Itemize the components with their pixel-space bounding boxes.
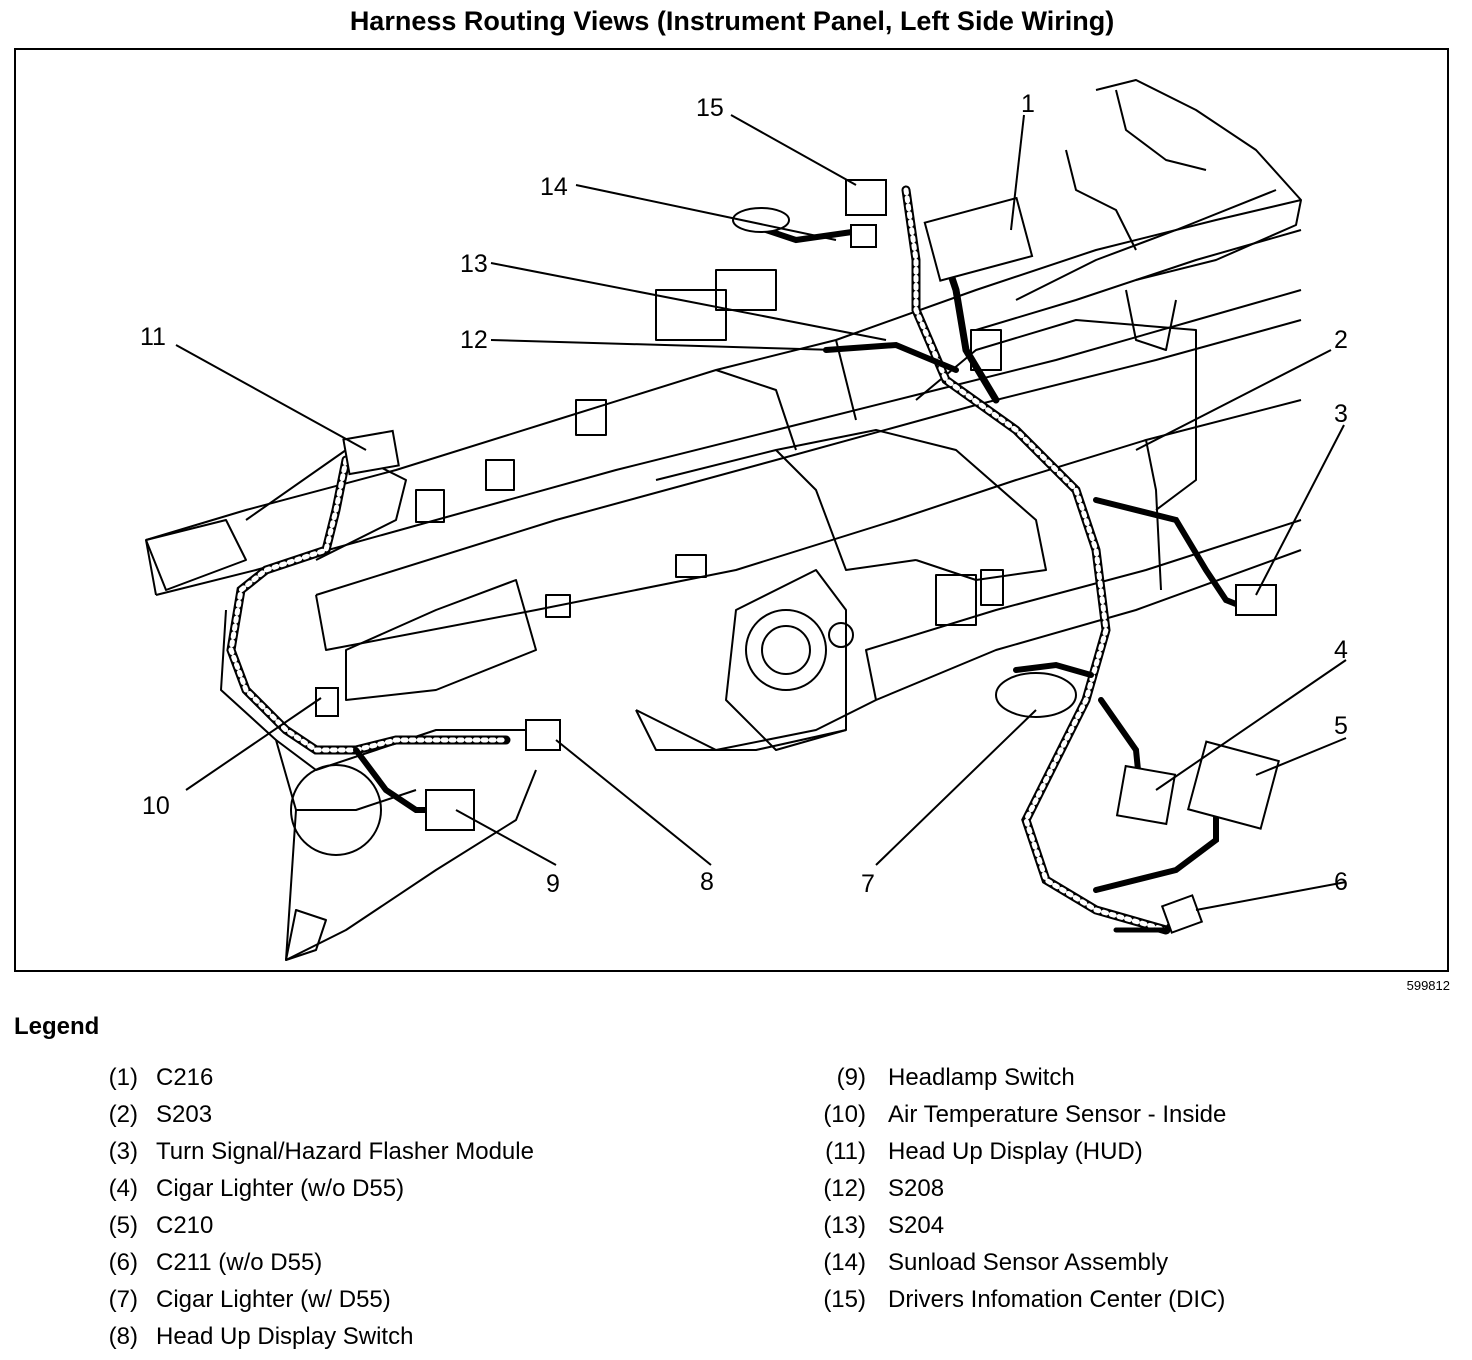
- callout-13: 13: [460, 250, 488, 278]
- callout-14: 14: [540, 173, 568, 201]
- callout-9: 9: [546, 870, 560, 898]
- legend-item: (7)Cigar Lighter (w/ D55): [108, 1286, 391, 1313]
- legend-heading: Legend: [14, 1013, 100, 1040]
- legend-item: (8)Head Up Display Switch: [108, 1323, 414, 1350]
- legend-item: (11)Head Up Display (HUD): [825, 1138, 1143, 1165]
- callout-5: 5: [1334, 712, 1348, 740]
- diagram-title: Harness Routing Views (Instrument Panel,…: [349, 6, 1115, 36]
- callout-10: 10: [142, 792, 170, 820]
- callout-3: 3: [1334, 400, 1348, 428]
- legend-item: (10)Air Temperature Sensor - Inside: [823, 1101, 1227, 1128]
- callout-12: 12: [460, 326, 488, 354]
- legend-item: (3)Turn Signal/Hazard Flasher Module: [108, 1138, 534, 1165]
- legend-item: (15)Drivers Infomation Center (DIC): [823, 1286, 1226, 1313]
- legend-item: (6)C211 (w/o D55): [108, 1249, 323, 1276]
- callout-2: 2: [1334, 326, 1348, 354]
- callout-1: 1: [1021, 90, 1035, 118]
- callout-8: 8: [700, 868, 714, 896]
- legend-item: (1)C216: [108, 1064, 214, 1091]
- legend-item: (5)C210: [108, 1212, 214, 1239]
- legend-column-right: (9)Headlamp Switch (10)Air Temperature S…: [813, 1064, 1226, 1323]
- callout-4: 4: [1334, 636, 1348, 664]
- legend-item: (12)S208: [823, 1175, 945, 1202]
- legend-item: (13)S204: [823, 1212, 945, 1239]
- callout-7: 7: [861, 870, 875, 898]
- legend-item: (4)Cigar Lighter (w/o D55): [108, 1175, 405, 1202]
- legend-item: (2)S203: [108, 1101, 213, 1128]
- callout-15: 15: [696, 94, 724, 122]
- figure-id: 599812: [1406, 978, 1450, 993]
- legend-item: (9)Headlamp Switch: [836, 1064, 1075, 1091]
- harness-illustration: 1 2 3 4 5 6 7 8 9 10 11 12 13 14 15: [140, 79, 1348, 961]
- diagram-frame: 1 2 3 4 5 6 7 8 9 10 11 12 13 14 15: [14, 48, 1449, 972]
- legend-item: (14)Sunload Sensor Assembly: [823, 1249, 1169, 1276]
- callout-11: 11: [140, 323, 166, 351]
- callout-6: 6: [1334, 868, 1348, 896]
- legend-column-left: (1)C216 (2)S203 (3)Turn Signal/Hazard Fl…: [80, 1064, 534, 1360]
